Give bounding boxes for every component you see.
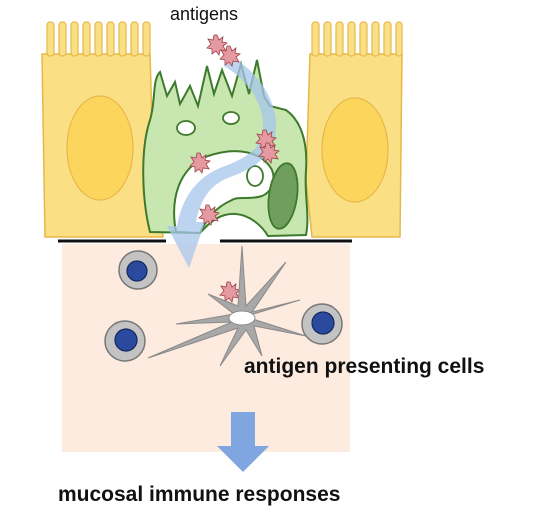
- nucleus-left: [66, 95, 134, 201]
- m-cell-vesicle: [222, 111, 240, 125]
- microvilli-right: [311, 21, 403, 57]
- epithelial-cell-right: [305, 21, 403, 238]
- m-cell-vesicle: [176, 120, 196, 136]
- transcytosis-arrow: [167, 58, 277, 268]
- apc-label: antigen presenting cells: [244, 355, 485, 378]
- mucosal-response-label: mucosal immune responses: [58, 483, 341, 506]
- nucleus-right: [321, 97, 389, 203]
- m-cell-nucleus: [267, 162, 299, 230]
- epithelial-cell-left: [41, 21, 164, 238]
- microvilli-left: [46, 21, 151, 57]
- lamina-propria: [62, 244, 350, 452]
- lymphocyte: [118, 250, 158, 290]
- antigens-label: antigens: [170, 4, 239, 24]
- m-cell-vesicle: [246, 165, 264, 187]
- lymphocyte: [104, 320, 146, 362]
- apc-nucleus: [228, 310, 256, 326]
- response-arrow: [217, 412, 269, 472]
- lymphocyte: [301, 303, 343, 345]
- antigen-presenting-cell: [147, 245, 307, 367]
- m-cell: [142, 59, 309, 238]
